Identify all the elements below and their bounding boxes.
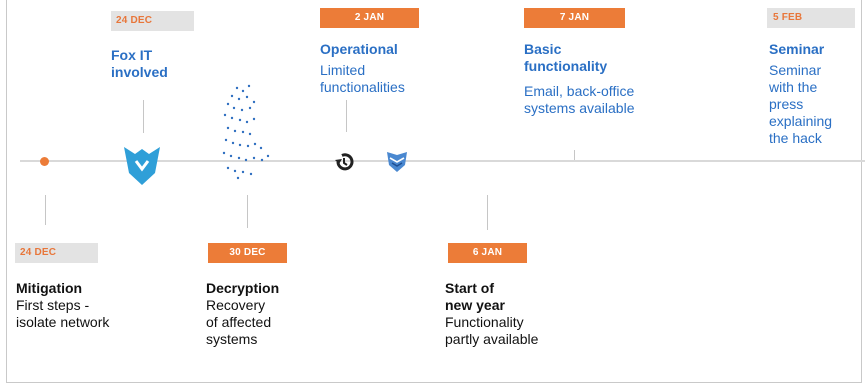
event-desc-seminar: Seminar with the press explaining the ha… (769, 62, 833, 146)
event-desc-mitigation: First steps - isolate network (16, 297, 110, 330)
connector-start-of-new-year (487, 195, 488, 230)
connector-fox-it (143, 100, 144, 133)
event-title-decryption: Decryption (206, 280, 280, 296)
connector-decryption (247, 195, 248, 228)
connector-mitigation (45, 195, 46, 225)
start-dot (40, 157, 49, 166)
event-title-operational: Operational (320, 41, 398, 57)
shield-icon (124, 147, 160, 185)
shield-badge-icon (387, 152, 407, 172)
timeline-axis (20, 160, 865, 162)
event-desc-basic-functionality: Email, back-office systems available (524, 83, 635, 116)
timeline-frame (6, 0, 862, 383)
event-title-fox-it: Fox IT involved (111, 47, 168, 80)
date-badge-mitigation: 24 DEC (15, 243, 98, 263)
event-title-start-of-new-year: Start of new year (445, 280, 505, 313)
date-badge-operational: 2 JAN (320, 8, 419, 28)
date-badge-start-of-new-year: 6 JAN (448, 243, 527, 263)
date-badge-seminar: 5 FEB (767, 8, 855, 28)
event-desc-start-of-new-year: Functionality partly available (445, 314, 539, 347)
connector-basic-functionality (574, 150, 575, 160)
event-title-basic-functionality: Basic functionality (524, 41, 608, 74)
event-desc-operational: Limited functionalities (320, 62, 405, 95)
scatter-dots-icon (222, 84, 270, 180)
event-title-seminar: Seminar (769, 41, 825, 57)
restore-icon (335, 153, 354, 171)
connector-operational (346, 100, 347, 132)
date-badge-fox-it: 24 DEC (111, 11, 194, 31)
event-desc-decryption: Recovery of affected systems (206, 297, 272, 347)
date-badge-decryption: 30 DEC (208, 243, 287, 263)
date-badge-basic-functionality: 7 JAN (524, 8, 625, 28)
event-title-mitigation: Mitigation (16, 280, 83, 296)
